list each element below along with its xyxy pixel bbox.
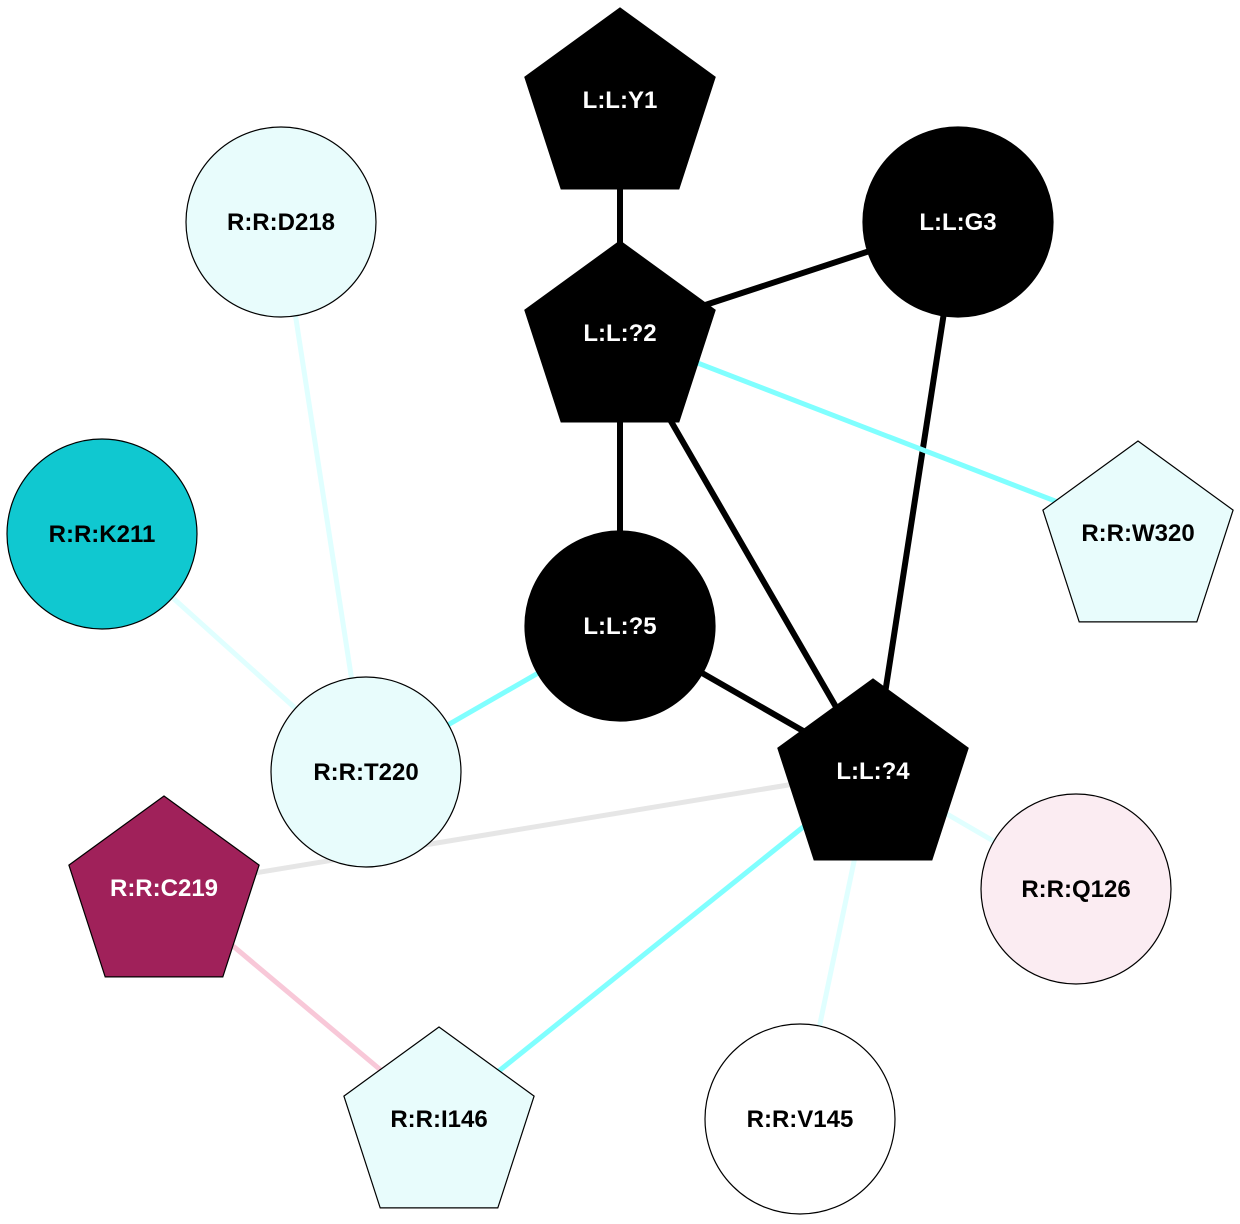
node-r-r-w320[interactable]: R:R:W320 — [1042, 440, 1234, 623]
nodes-layer: L:L:Y1L:L:?2 L:L:G3L:L:?5L:L:?4 R:R:D218R:… — [6, 7, 1234, 1215]
node-circle-shape — [185, 126, 377, 318]
node-pentagon-shape — [68, 795, 260, 978]
node-l-l-2[interactable]: L:L:?2 — [524, 240, 716, 423]
node-r-r-c219[interactable]: R:R:C219 — [68, 795, 260, 978]
node-pentagon-shape — [777, 678, 969, 861]
node-pentagon-shape — [524, 240, 716, 423]
node-label: R:R:K211 — [49, 521, 156, 548]
edge-l-l-4-to-r-r-i146 — [437, 769, 875, 1121]
node-pentagon-shape — [524, 7, 716, 190]
node-label: L:L:?4 — [836, 758, 910, 785]
node-circle-shape — [980, 793, 1172, 985]
node-label: R:R:W320 — [1081, 520, 1194, 547]
node-l-l-4[interactable]: L:L:?4 — [777, 678, 969, 861]
node-label: L:L:Y1 — [583, 87, 658, 114]
edge-l-l-4-to-r-r-c219 — [163, 768, 874, 891]
node-label: R:R:I146 — [390, 1106, 487, 1133]
node-label: R:R:Q126 — [1021, 876, 1130, 903]
node-label: L:L:?5 — [583, 613, 656, 640]
node-circle-shape — [524, 530, 716, 722]
node-r-r-v145[interactable]: R:R:V145 — [704, 1023, 896, 1215]
node-label: L:L:?2 — [583, 320, 656, 347]
node-label: R:R:V145 — [747, 1106, 854, 1133]
node-l-l-y1[interactable]: L:L:Y1 — [524, 7, 716, 190]
node-l-l-5[interactable]: L:L:?5 — [524, 530, 716, 722]
node-circle-shape — [270, 676, 462, 868]
node-pentagon-shape — [1042, 440, 1234, 623]
node-r-r-k211[interactable]: R:R:K211 — [6, 438, 198, 630]
node-label: R:R:D218 — [227, 209, 335, 236]
node-r-r-t220[interactable]: R:R:T220 — [270, 676, 462, 868]
node-r-r-q126[interactable]: R:R:Q126 — [980, 793, 1172, 985]
node-r-r-i146[interactable]: R:R:I146 — [343, 1026, 535, 1209]
edge-l-l-2-to-r-r-w320 — [619, 330, 1139, 536]
node-pentagon-shape — [343, 1026, 535, 1209]
node-circle-shape — [6, 438, 198, 630]
node-l-l-g3[interactable]: L:L:G3 — [862, 126, 1054, 318]
node-circle-shape — [862, 126, 1054, 318]
node-label: L:L:G3 — [919, 209, 996, 236]
node-r-r-d218[interactable]: R:R:D218 — [185, 126, 377, 318]
node-label: R:R:T220 — [313, 759, 418, 786]
node-label: R:R:C219 — [110, 875, 218, 902]
node-circle-shape — [704, 1023, 896, 1215]
